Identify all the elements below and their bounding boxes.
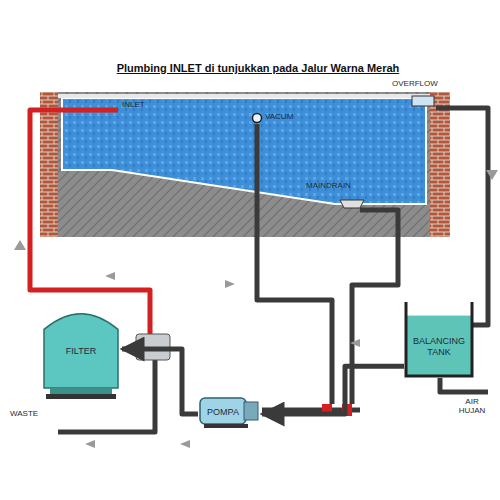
pipe-label: INLET [122, 101, 145, 110]
pipe-label: OVERFLOW [392, 80, 438, 89]
pump: POMPA [198, 394, 262, 430]
pipe-label: AIR HUJAN [452, 398, 492, 416]
balancing-tank: BALANCING TANK [404, 300, 474, 378]
diagram-title: Plumbing INLET di tunjukkan pada Jalur W… [117, 62, 400, 74]
node-label: FILTER [66, 346, 96, 356]
filter-tank: FILTER [40, 302, 122, 400]
pipe-label: WASTE [10, 410, 38, 419]
pipe-label: VACUM [265, 113, 293, 122]
node-label: POMPA [207, 407, 239, 417]
pipe-connector [122, 349, 198, 414]
node-label: BALANCING TANK [411, 336, 467, 357]
pipe-label: MAINDRAIN [306, 182, 351, 191]
pipe-connector [262, 366, 404, 414]
